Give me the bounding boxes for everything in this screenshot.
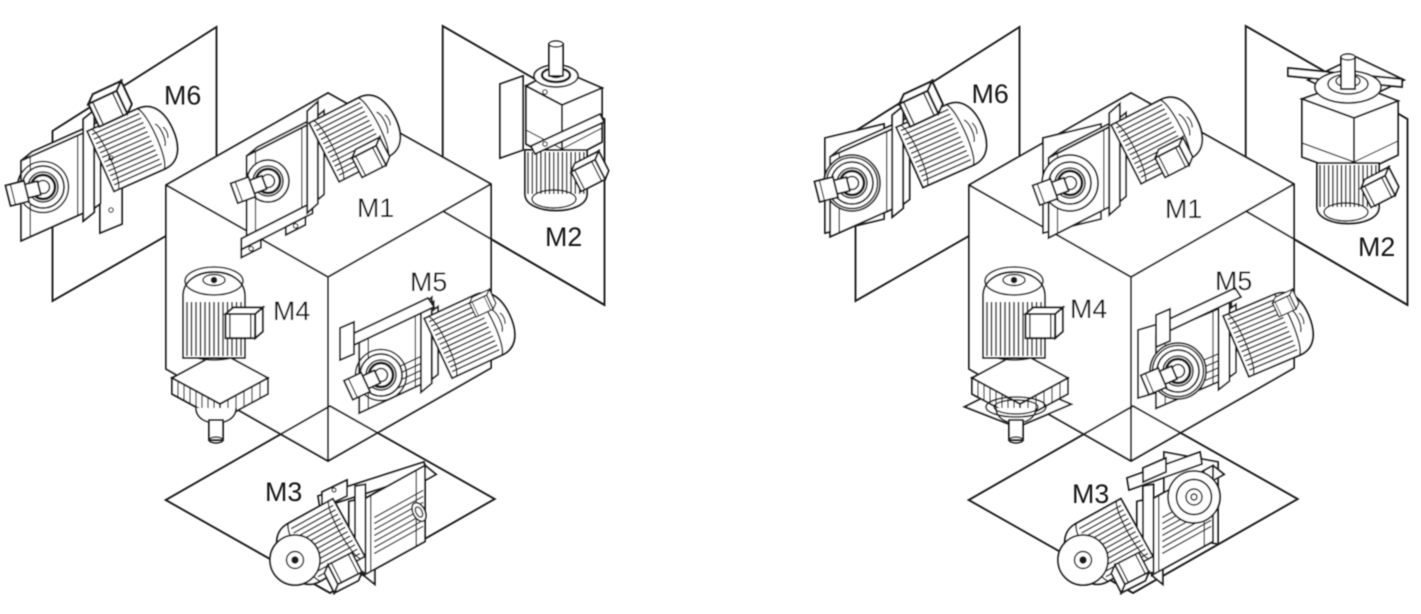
- svg-text:M4: M4: [1070, 294, 1107, 324]
- svg-text:M6: M6: [164, 80, 201, 110]
- svg-text:M1: M1: [357, 193, 394, 223]
- svg-text:M4: M4: [273, 296, 310, 326]
- svg-text:M2: M2: [545, 222, 582, 252]
- svg-text:M1: M1: [1165, 194, 1202, 224]
- svg-text:M3: M3: [265, 477, 302, 507]
- svg-text:M5: M5: [1215, 266, 1252, 296]
- svg-text:M5: M5: [410, 267, 447, 297]
- svg-text:M2: M2: [1358, 232, 1395, 262]
- svg-text:M3: M3: [1072, 479, 1109, 509]
- svg-text:M6: M6: [972, 79, 1009, 109]
